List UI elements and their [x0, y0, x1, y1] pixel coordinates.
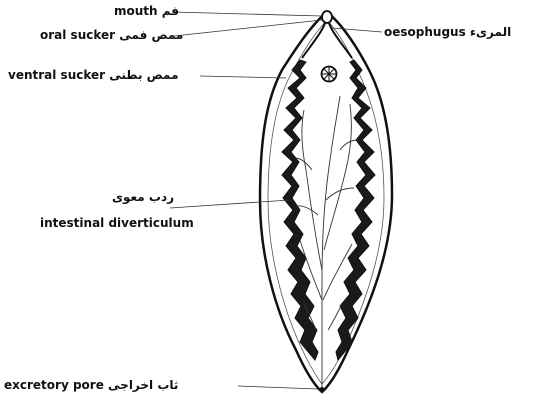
oral-sucker-shape — [322, 11, 332, 23]
label-oesophagus-ar: المرىء — [470, 25, 511, 39]
label-intestinal-diverticulum-ar-text: ردب معوى — [112, 190, 174, 204]
label-ventral-sucker-en: ventral sucker — [8, 68, 105, 82]
label-oesophagus: oesophugus المرىء — [384, 25, 511, 39]
label-oral-sucker-ar: ممص فمى — [119, 28, 183, 42]
label-oral-sucker-en: oral sucker — [40, 28, 115, 42]
label-excretory-pore-ar: ثاب اخراجى — [108, 378, 178, 392]
label-intestinal-diverticulum-en-text: intestinal diverticulum — [40, 216, 194, 230]
label-intestinal-diverticulum-en: intestinal diverticulum — [40, 216, 194, 230]
label-intestinal-diverticulum-ar: ردب معوى — [112, 190, 174, 204]
ventral-sucker-shape — [322, 67, 337, 82]
label-excretory-pore: excretory pore ثاب اخراجى — [4, 378, 178, 392]
label-oesophagus-en: oesophugus — [384, 25, 466, 39]
label-mouth-ar: فم — [162, 4, 179, 18]
label-mouth: mouth فم — [114, 4, 179, 18]
excretory-pore-shape — [320, 387, 324, 391]
label-oral-sucker: oral sucker ممص فمى — [40, 28, 183, 42]
label-mouth-en: mouth — [114, 4, 158, 18]
label-ventral-sucker-ar: ممص بطنى — [109, 68, 178, 82]
label-excretory-pore-en: excretory pore — [4, 378, 104, 392]
label-ventral-sucker: ventral sucker ممص بطنى — [8, 68, 179, 82]
